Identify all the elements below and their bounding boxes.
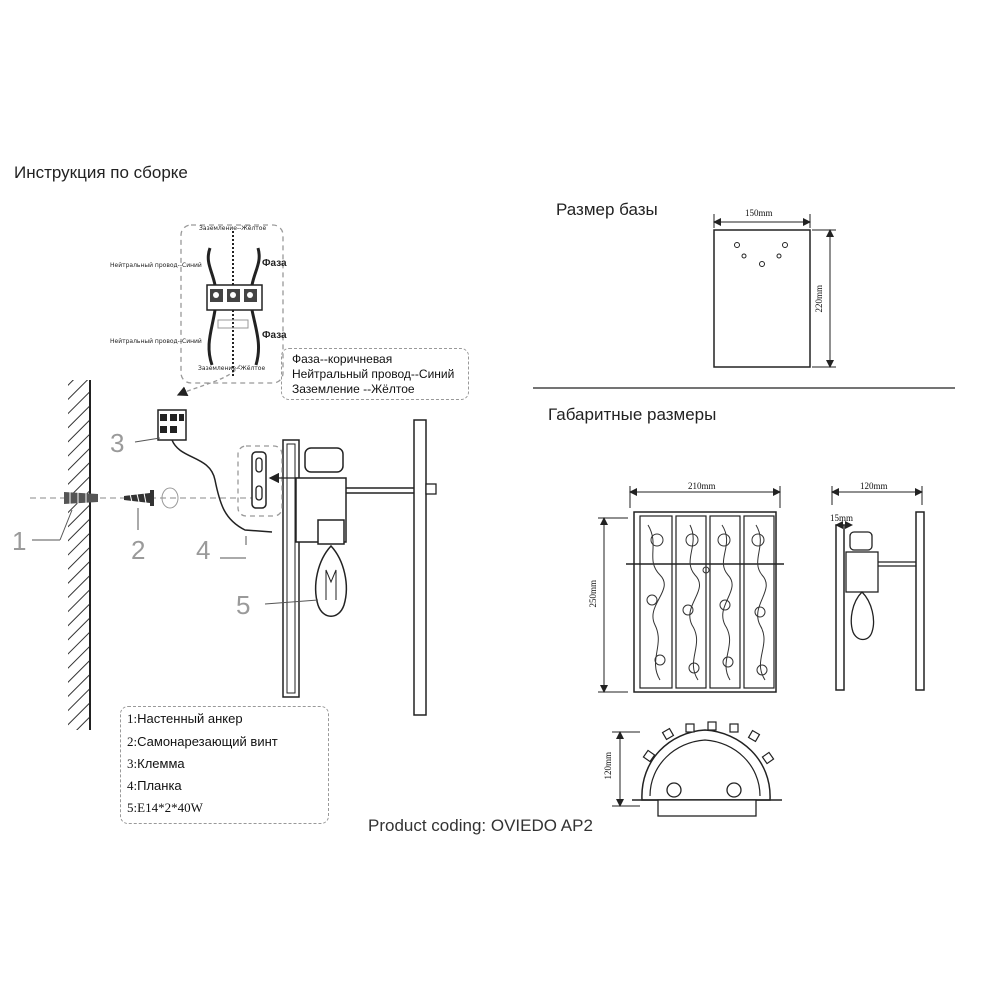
neutral-wire-label-top: Нейтральный провод--Синий xyxy=(110,262,202,269)
ground-wire-label-top: Заземление--Жёлтое xyxy=(199,225,267,232)
part-item-5: 5:E14*2*40W xyxy=(127,800,203,816)
part-name: Настенный анкер xyxy=(137,711,243,726)
wall-anchor xyxy=(32,492,98,541)
part-name: Клемма xyxy=(137,756,185,771)
wire-color-legend: Фаза--коричневая Нейтральный провод--Син… xyxy=(281,348,469,400)
callout-3: 3 xyxy=(110,428,125,458)
front-height-dim: 250mm xyxy=(588,580,598,608)
parts-list: 1:Настенный анкер 2:Самонарезающий винт … xyxy=(120,706,329,824)
wall xyxy=(68,380,91,730)
overall-dimensions-heading: Габаритные размеры xyxy=(548,405,717,424)
base-height-dim: 220mm xyxy=(814,285,824,313)
phase-label-bottom: Фаза xyxy=(262,330,287,341)
side-view-drawing xyxy=(831,486,925,691)
lamp-socket xyxy=(295,447,430,545)
base-plate-drawing xyxy=(713,214,836,368)
part-name: Самонарезающий винт xyxy=(137,734,278,749)
product-coding: Product coding: OVIEDO AP2 xyxy=(368,816,593,835)
callout-5: 5 xyxy=(236,590,251,620)
part-item-2: 2:Самонарезающий винт xyxy=(127,734,278,750)
legend-phase: Фаза--коричневая xyxy=(292,352,393,366)
part-name: Планка xyxy=(137,778,182,793)
base-size-heading: Размер базы xyxy=(556,200,658,219)
front-width-dim: 210mm xyxy=(688,481,716,491)
legend-neutral: Нейтральный провод--Синий xyxy=(292,367,455,381)
wiring-diagram xyxy=(180,224,284,384)
top-view-drawing xyxy=(612,721,782,817)
self-tapping-screw xyxy=(124,487,179,530)
top-depth-dim: 120mm xyxy=(603,752,613,780)
part-number: 5: xyxy=(127,800,138,815)
callout-4: 4 xyxy=(196,535,211,565)
part-number: 1: xyxy=(127,711,138,726)
callout-1: 1 xyxy=(12,526,27,556)
shade-panel-side xyxy=(413,419,437,716)
part-name: E14*2*40W xyxy=(137,800,203,815)
legend-ground: Заземление --Жёлтое xyxy=(292,382,415,396)
front-view-drawing xyxy=(598,486,784,693)
candle-bulb xyxy=(264,544,348,617)
side-offset-dim: 15mm xyxy=(830,513,854,523)
part-number: 4: xyxy=(127,778,138,793)
callout-2: 2 xyxy=(131,535,146,565)
side-depth-dim: 120mm xyxy=(860,481,888,491)
mounting-bracket xyxy=(220,445,298,559)
part-number: 3: xyxy=(127,756,138,771)
base-width-dim: 150mm xyxy=(745,208,773,218)
terminal-block xyxy=(134,409,273,533)
neutral-wire-label-bottom: Нейтральный провод--Синий xyxy=(110,338,202,345)
part-item-4: 4:Планка xyxy=(127,778,182,794)
part-item-3: 3:Клемма xyxy=(127,756,185,772)
part-number: 2: xyxy=(127,734,138,749)
ground-wire-label-bottom: Заземление--Жёлтое xyxy=(198,365,266,372)
part-item-1: 1:Настенный анкер xyxy=(127,711,243,727)
phase-label-top: Фаза xyxy=(262,258,287,269)
page-title: Инструкция по сборке xyxy=(14,163,188,182)
wall-plate xyxy=(282,439,300,698)
